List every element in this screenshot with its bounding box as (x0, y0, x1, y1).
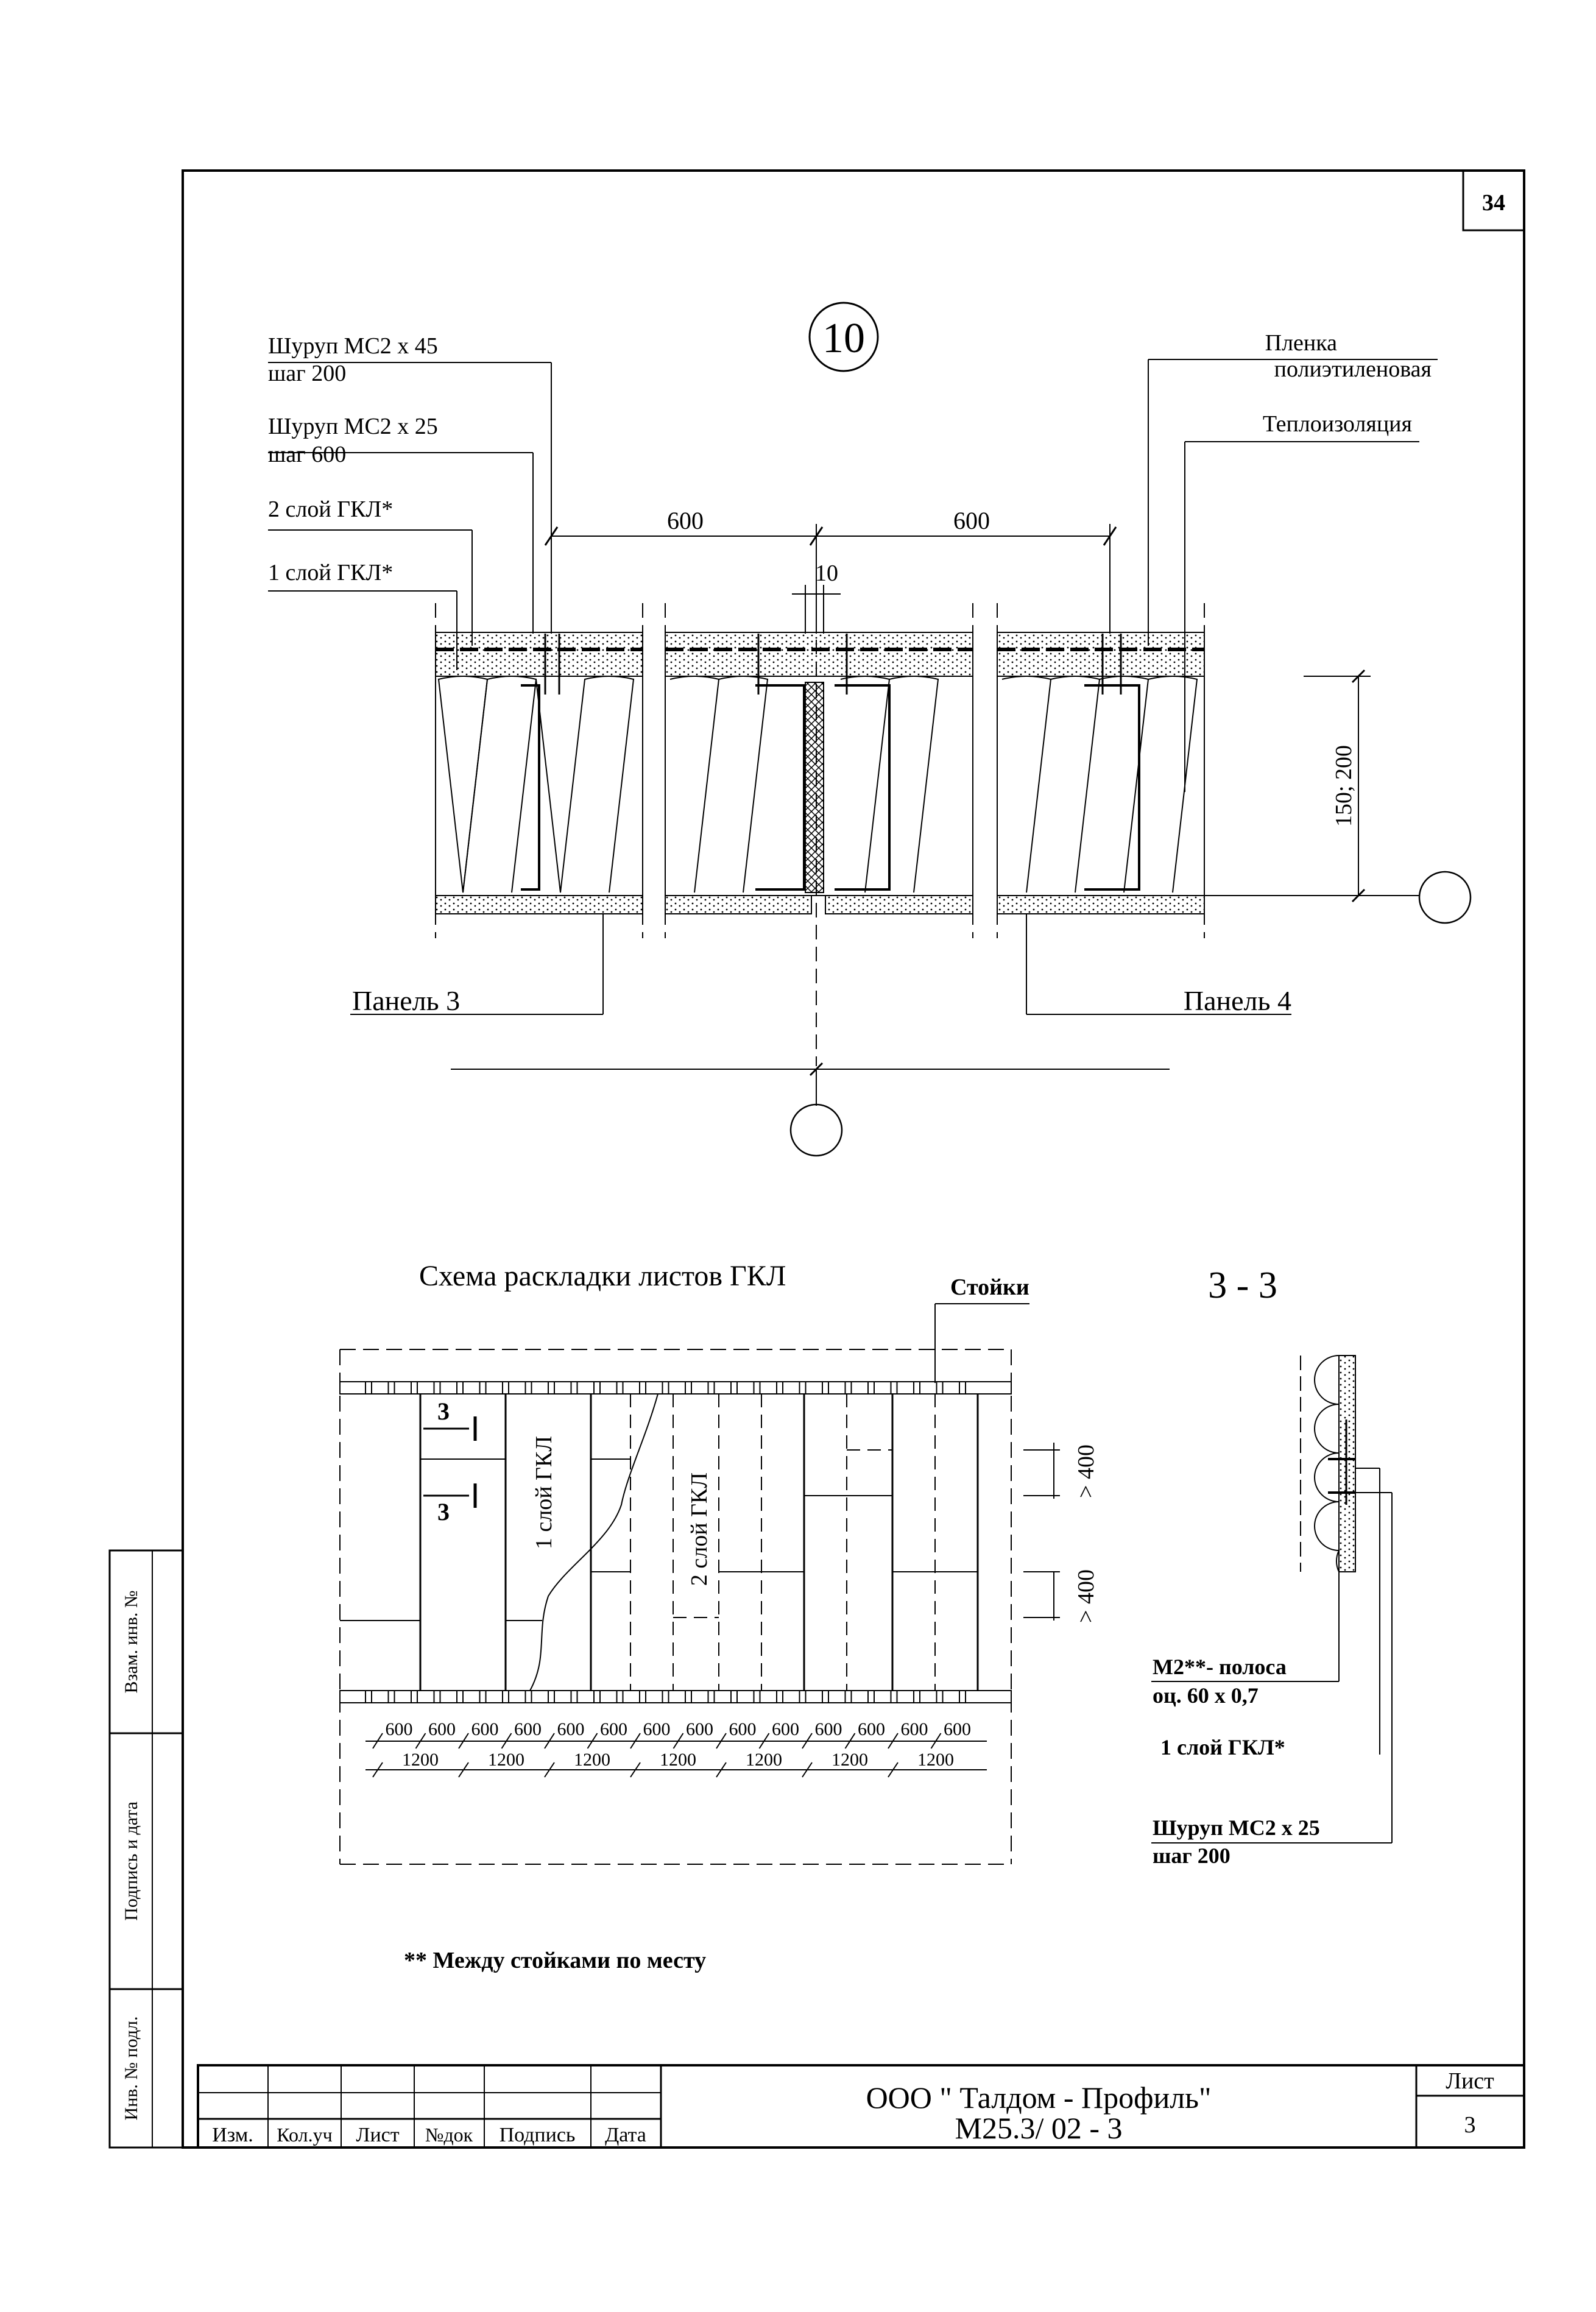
dim-600-label: 600 (600, 1719, 627, 1739)
dim-1200-tick (372, 1762, 383, 1778)
sheet-number: 3 (1464, 2112, 1476, 2138)
col-kol: Кол.уч (277, 2124, 332, 2146)
dim-1200-label: 1200 (574, 1750, 610, 1770)
dim-600-tick (802, 1733, 813, 1749)
label-panel3: Панель 3 (352, 985, 460, 1016)
col-list: Лист (356, 2124, 399, 2146)
label-layer1-scheme: 1 слой ГКЛ (531, 1436, 557, 1549)
sheet-layout-scheme: Схема раскладки листов ГКЛ Стойки (339, 1260, 1099, 1865)
label-film-1: Пленка (1265, 330, 1337, 356)
dim-600-tick (587, 1733, 598, 1749)
label-panel4: Панель 4 (1184, 985, 1291, 1016)
label-posts: Стойки (950, 1274, 1029, 1300)
label-section-screw: Шуруп МС2 х 25 (1153, 1815, 1320, 1840)
dim-600-tick (673, 1733, 684, 1749)
label-layer1: 1 слой ГКЛ* (268, 560, 393, 585)
label-screw-45: Шуруп МС2 х 45 (268, 333, 438, 359)
dim-600-tick (844, 1733, 856, 1749)
axis-circle-right (1418, 871, 1472, 924)
dim-600-tick (630, 1733, 641, 1749)
dim-height: 150; 200 (1331, 745, 1357, 827)
dim-600-label: 600 (772, 1719, 799, 1739)
label-strip-2: оц. 60 х 0,7 (1153, 1683, 1259, 1708)
dim-1200-label: 1200 (746, 1750, 782, 1770)
dim-600-label: 600 (729, 1719, 757, 1739)
sheet-label: Лист (1446, 2068, 1494, 2094)
dims-1200-row: 1200 1200 1200 1200 1200 1200 1200 (372, 1750, 954, 1778)
node-number: 10 (822, 315, 865, 362)
axis-circle-bottom (789, 1103, 843, 1157)
label-section-layer1: 1 слой ГКЛ* (1160, 1735, 1285, 1759)
label-screw-25: Шуруп МС2 х 25 (268, 414, 438, 439)
dim-400-a: > 400 (1073, 1444, 1099, 1498)
col-podpis: Подпись (500, 2124, 576, 2146)
section-title: 3 - 3 (1208, 1265, 1277, 1306)
dim-1200-tick (544, 1762, 555, 1778)
dim-600-tick (758, 1733, 770, 1749)
dim-600-tick (716, 1733, 727, 1749)
label-layer2: 2 слой ГКЛ* (268, 497, 393, 522)
dim-600-left: 600 (667, 507, 704, 534)
side-stamp-podpis: Подпись и дата (121, 1801, 141, 1921)
dim-600-tick (930, 1733, 942, 1749)
dim-1200-tick (888, 1762, 899, 1778)
label-screw-45-step: шаг 200 (268, 361, 346, 386)
company-name: ООО " Талдом - Профиль" (866, 2080, 1212, 2115)
dim-1200-label: 1200 (917, 1750, 954, 1770)
col-izm: Изм. (212, 2124, 253, 2146)
label-insulation: Теплоизоляция (1263, 411, 1412, 437)
dim-1200-tick (716, 1762, 727, 1778)
section-mark-top: 3 (437, 1398, 450, 1425)
dims-600-row: 600 600 600 600 600 600 600 600 600 600 600 600 600 6… (372, 1719, 971, 1749)
label-layer2-scheme: 2 слой ГКЛ (687, 1472, 712, 1586)
dim-600-label: 600 (901, 1719, 928, 1739)
dim-600-tick (544, 1733, 555, 1749)
dim-600-label: 600 (944, 1719, 971, 1739)
dim-600-tick (372, 1733, 383, 1749)
dim-1200-label: 1200 (402, 1750, 439, 1770)
dim-1200-label: 1200 (832, 1750, 868, 1770)
dim-600-right: 600 (953, 507, 990, 534)
label-strip-1: М2**- полоса (1153, 1655, 1287, 1679)
label-film-2: полиэтиленовая (1274, 356, 1432, 382)
dim-600-label: 600 (471, 1719, 499, 1739)
document-code: М25.3/ 02 - 3 (955, 2111, 1123, 2145)
title-block (197, 2064, 1525, 2149)
footnote: ** Между стойками по месту (404, 1948, 706, 1973)
dim-600-tick (501, 1733, 512, 1749)
dim-400-b: > 400 (1073, 1569, 1099, 1623)
dim-600-label: 600 (815, 1719, 842, 1739)
side-stamp: Взам. инв. № Подпись и дата Инв. № подл. (121, 1590, 141, 2120)
section-3-3: 3 - 3 М2**- полоса оц. 60 х 0,7 1 слой Г… (1151, 1265, 1393, 1868)
dim-600-label: 600 (514, 1719, 542, 1739)
corner-sheet-number: 34 (1482, 190, 1505, 216)
node-circle (808, 302, 879, 372)
side-stamp-inv: Инв. № подл. (121, 2017, 141, 2121)
dim-gap-10: 10 (815, 560, 838, 586)
dim-600-label: 600 (386, 1719, 413, 1739)
dim-1200-label: 1200 (488, 1750, 524, 1770)
detail-section: Шуруп МС2 х 45 шаг 200 Шуруп МС2 х 25 ша… (268, 330, 1472, 1157)
dim-600-tick (888, 1733, 899, 1749)
dim-1200-tick (802, 1762, 813, 1778)
label-section-screw-step: шаг 200 (1153, 1844, 1231, 1868)
layout-title: Схема раскладки листов ГКЛ (419, 1260, 786, 1292)
dim-600-tick (415, 1733, 426, 1749)
dim-600-label: 600 (557, 1719, 585, 1739)
section-mark-bottom: 3 (437, 1498, 450, 1525)
dim-600-label: 600 (858, 1719, 885, 1739)
col-data: Дата (605, 2124, 646, 2146)
label-screw-25-step: шаг 600 (268, 442, 346, 467)
dim-1200-tick (458, 1762, 469, 1778)
dim-600-tick (458, 1733, 469, 1749)
dim-600-label: 600 (643, 1719, 671, 1739)
dim-1200-label: 1200 (660, 1750, 696, 1770)
dim-600-label: 600 (686, 1719, 713, 1739)
dim-1200-tick (630, 1762, 641, 1778)
side-stamp-vzam: Взам. инв. № (121, 1590, 141, 1693)
dim-600-label: 600 (428, 1719, 456, 1739)
col-ndok: №док (425, 2124, 473, 2146)
